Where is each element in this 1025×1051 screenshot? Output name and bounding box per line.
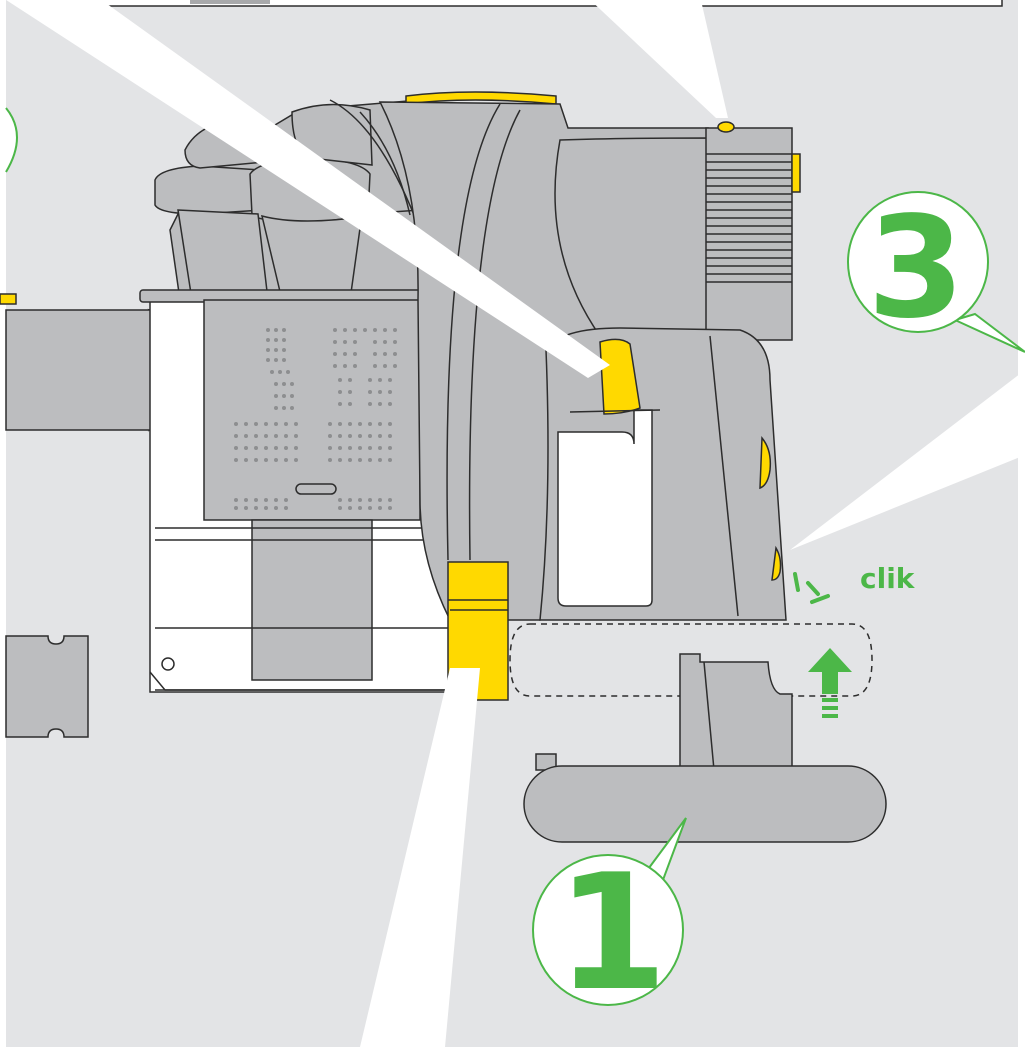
click-sound-label: clik bbox=[860, 562, 916, 595]
step-1-label: 1 bbox=[556, 839, 667, 1026]
battery-pack bbox=[523, 653, 887, 843]
top-inset-panel bbox=[30, 0, 1003, 7]
battery-slot-outline bbox=[509, 623, 873, 697]
handle bbox=[539, 327, 787, 621]
step-circle-partial bbox=[5, 107, 18, 173]
right-edge bbox=[1018, 0, 1025, 1047]
step-3-label: 3 bbox=[867, 187, 964, 350]
filter-perforations bbox=[234, 328, 397, 510]
step-1-callout: 1 bbox=[532, 817, 687, 1026]
step-3-callout: 3 bbox=[847, 187, 1025, 353]
dust-bin bbox=[139, 289, 451, 693]
crevice-tool bbox=[5, 635, 89, 738]
click-burst-icon bbox=[793, 572, 830, 604]
vacuum-body bbox=[378, 91, 801, 621]
left-edge bbox=[0, 0, 6, 1047]
arrow-up-icon bbox=[808, 648, 852, 718]
